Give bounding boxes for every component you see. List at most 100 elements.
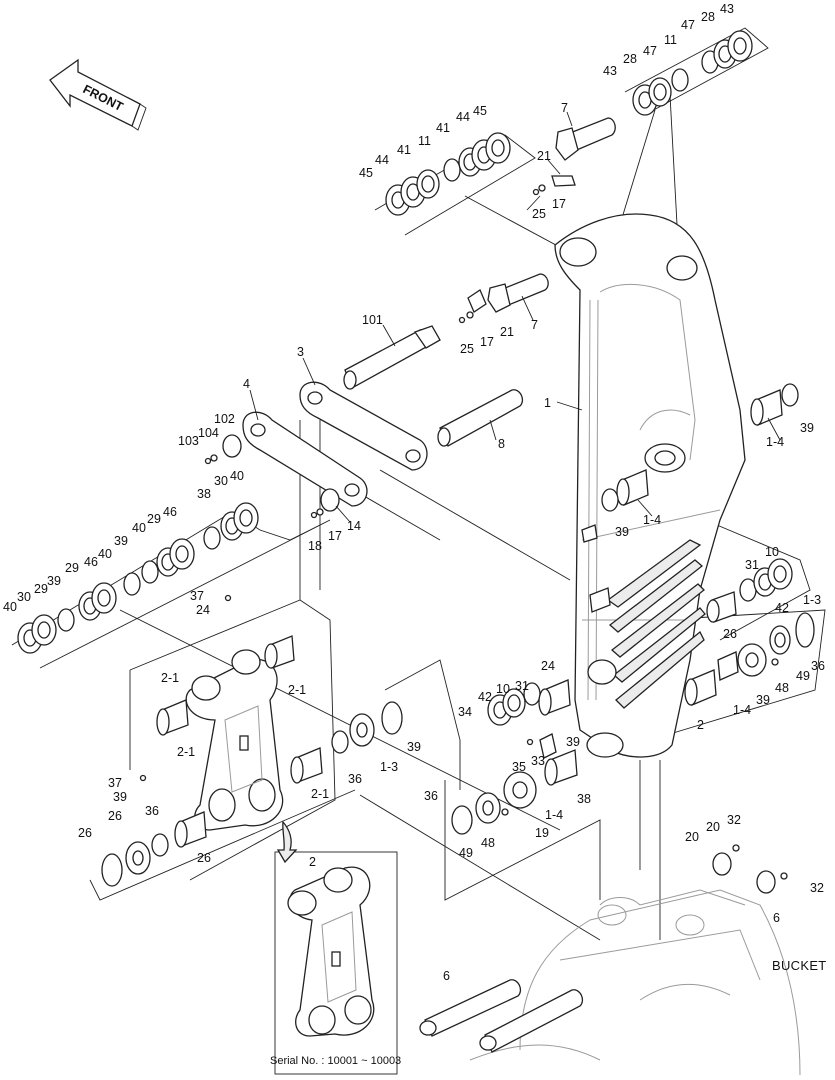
washer-stack-right [739, 558, 793, 602]
arm-ribs [606, 539, 706, 709]
callout: 14 [347, 519, 361, 533]
pin-7-upper [555, 117, 616, 161]
callout: 39 [113, 790, 127, 804]
left-seals [101, 701, 403, 887]
callout: 36 [811, 659, 825, 673]
callout: 1-4 [766, 435, 784, 449]
link-3 [299, 381, 428, 471]
callout: 32 [727, 813, 741, 827]
bucket [469, 889, 801, 1076]
callout: 39 [114, 534, 128, 548]
bucket-label: BUCKET [772, 958, 827, 973]
callout: 7 [531, 318, 538, 332]
callout: 39 [407, 740, 421, 754]
callout: 17 [328, 529, 342, 543]
callout: 47 [681, 18, 695, 32]
callout: 49 [459, 846, 473, 860]
callout: 39 [800, 421, 814, 435]
link-assembly [156, 635, 323, 848]
callout: 46 [84, 555, 98, 569]
callout: 104 [198, 426, 219, 440]
callout: 19 [535, 826, 549, 840]
callout: 1-4 [643, 513, 661, 527]
callout: 7 [561, 101, 568, 115]
callout: 29 [34, 582, 48, 596]
callout: 39 [615, 525, 629, 539]
washer-stack-upper-right [632, 30, 753, 116]
callout: 49 [796, 669, 810, 683]
callout: 42 [775, 601, 789, 615]
callout: 39 [47, 574, 61, 588]
inset-caption: Serial No. : 10001 ~ 10003 [270, 1055, 401, 1067]
callout: 26 [197, 851, 211, 865]
callout: 38 [577, 792, 591, 806]
callout: 36 [145, 804, 159, 818]
callout: 39 [756, 693, 770, 707]
callout: 44 [375, 153, 389, 167]
callout: 1-4 [545, 808, 563, 822]
callout: 41 [436, 121, 450, 135]
callout: 25 [532, 207, 546, 221]
callout: 21 [500, 325, 514, 339]
callout: 20 [685, 830, 699, 844]
callout: 24 [541, 659, 555, 673]
callout: 26 [78, 826, 92, 840]
callout: 2-1 [311, 787, 329, 801]
callout: 40 [98, 547, 112, 561]
arm-body [554, 213, 746, 758]
link-4 [242, 411, 368, 507]
callout: 34 [458, 705, 472, 719]
leader-lines [249, 111, 781, 523]
hardware [139, 175, 788, 880]
callout: 40 [3, 600, 17, 614]
washer-stack-left [17, 502, 259, 654]
front-arrow: FRONT [49, 58, 147, 131]
callout: 41 [397, 143, 411, 157]
callout: 36 [348, 772, 362, 786]
callout-labels: 43 28 47 11 43 28 47 11 7 21 25 17 45 44… [3, 2, 827, 1067]
callout: 102 [214, 412, 235, 426]
callout: 43 [603, 64, 617, 78]
callout: 37 [190, 589, 204, 603]
callout: 32 [810, 881, 824, 895]
callout: 1-4 [733, 703, 751, 717]
callout: 42 [478, 690, 492, 704]
callout: 11 [418, 134, 431, 148]
callout: 8 [498, 437, 505, 451]
callout: 2-1 [177, 745, 195, 759]
callout: 17 [480, 335, 494, 349]
callout: 40 [230, 469, 244, 483]
inset-frame [274, 820, 398, 1075]
callout: 3 [297, 345, 304, 359]
guide-lines [11, 27, 826, 941]
callout: 25 [460, 342, 474, 356]
inset-callout: 2 [309, 855, 316, 869]
callout: 35 [512, 760, 526, 774]
callout: 36 [424, 789, 438, 803]
washer-stack-upper-left [385, 132, 511, 216]
pin-6-left [419, 979, 522, 1037]
plate-102 [222, 434, 340, 512]
callout: 26 [723, 627, 737, 641]
callout: 18 [308, 539, 322, 553]
washer-stack-lower-mid [487, 682, 541, 726]
callout: 47 [643, 44, 657, 58]
callout: 46 [163, 505, 177, 519]
callout: 39 [566, 735, 580, 749]
callout: 2 [697, 718, 704, 732]
callout: 31 [745, 558, 759, 572]
callout: 103 [178, 434, 199, 448]
callout: 29 [147, 512, 161, 526]
callout: 28 [701, 10, 715, 24]
callout: 17 [552, 197, 566, 211]
callout: 38 [197, 487, 211, 501]
callout: 26 [108, 809, 122, 823]
callout: 10 [496, 682, 510, 696]
pin-7-lower [487, 273, 549, 313]
callout: 20 [706, 820, 720, 834]
pin-8 [437, 389, 524, 447]
callout: 4 [243, 377, 250, 391]
callout: 40 [132, 521, 146, 535]
callout: 48 [775, 681, 789, 695]
